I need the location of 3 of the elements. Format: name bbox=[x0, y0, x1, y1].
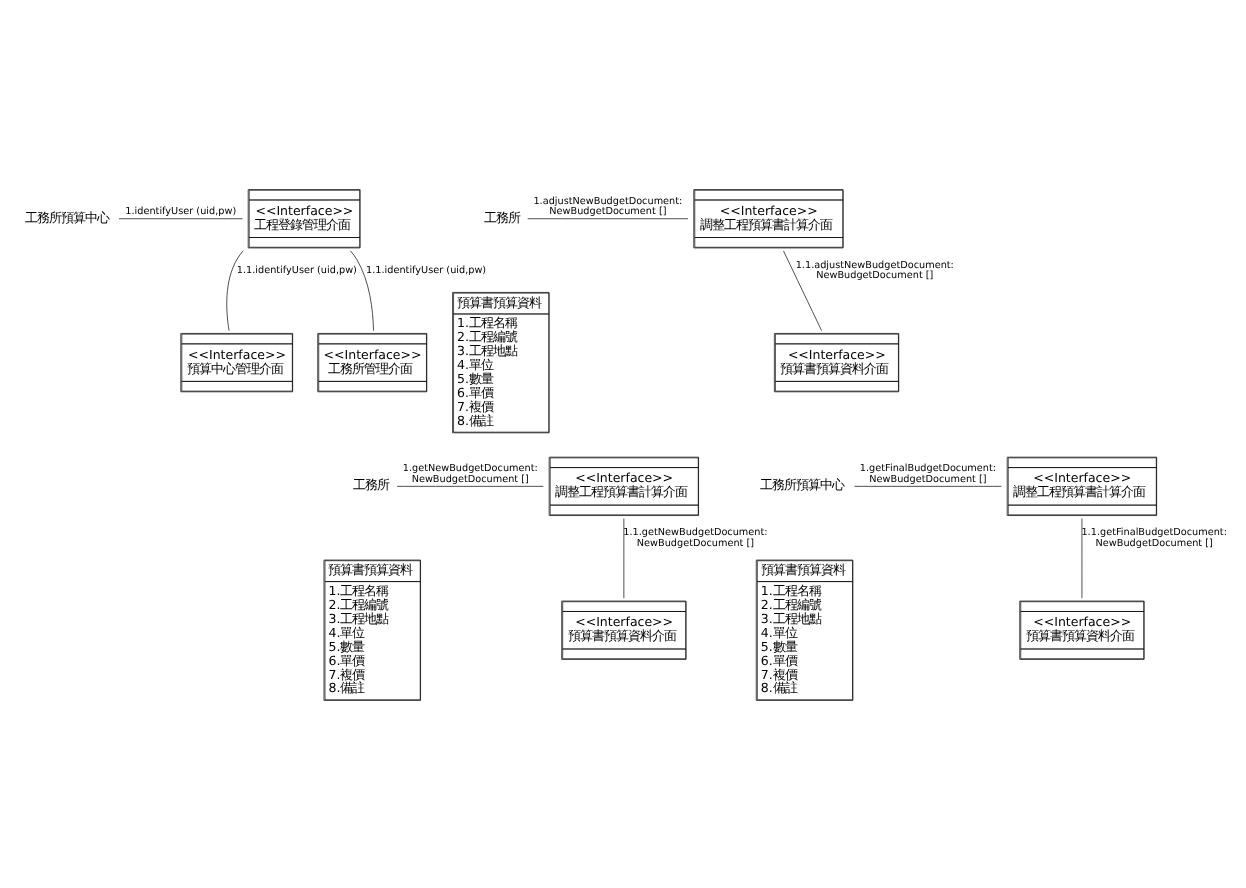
connector bbox=[783, 249, 822, 330]
connector bbox=[350, 249, 374, 330]
connector bbox=[226, 249, 244, 330]
